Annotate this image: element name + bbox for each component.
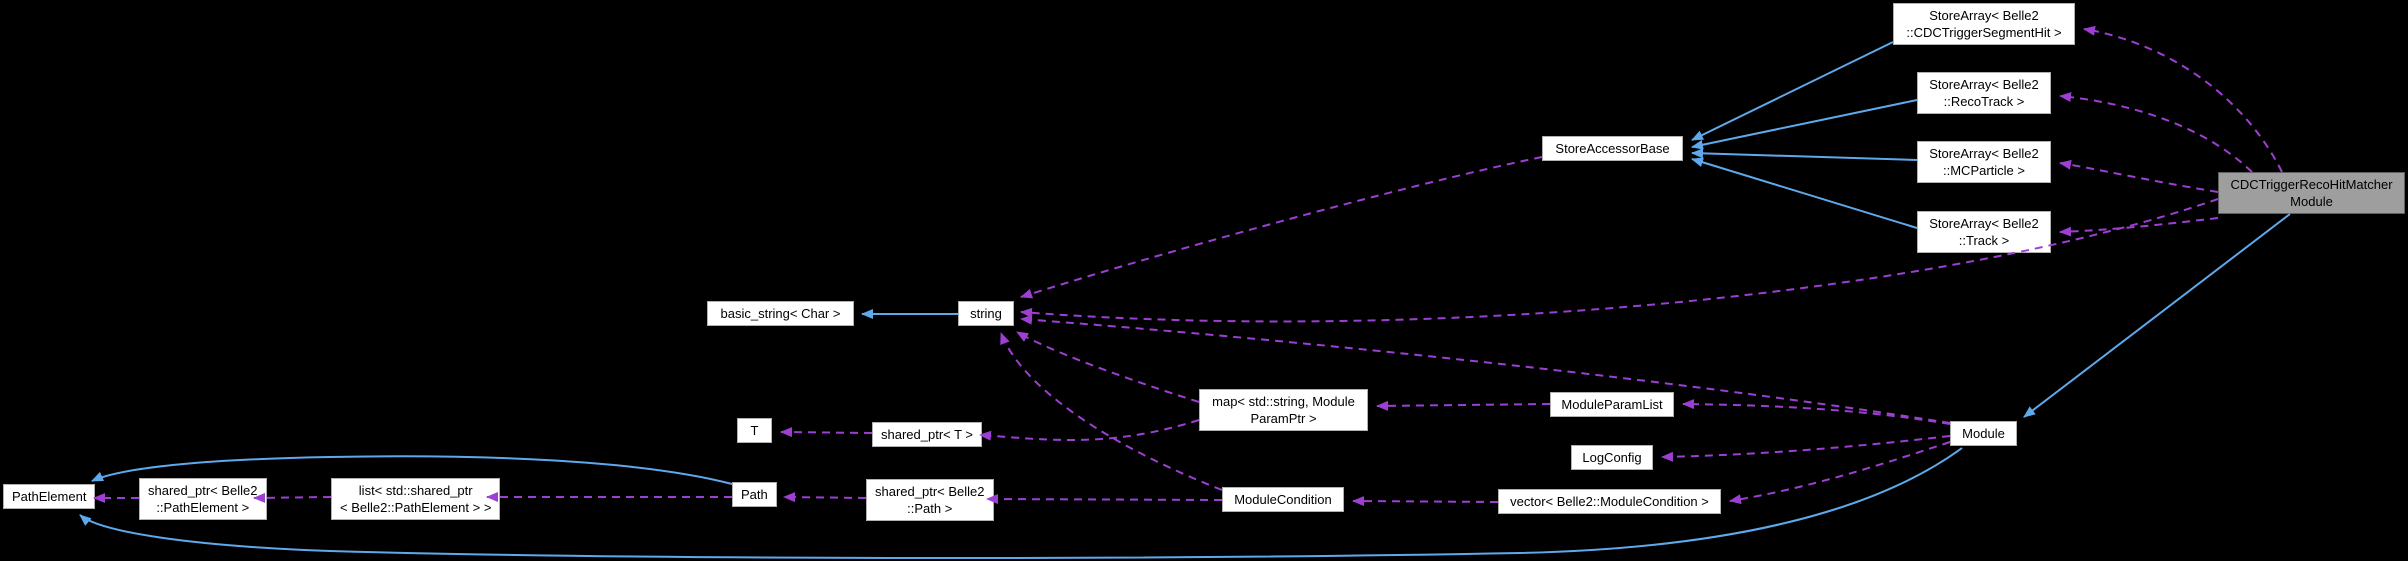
node-label: ModuleCondition: [1234, 492, 1332, 507]
edge-sa-mcparticle-to-storeaccessorbase: [1691, 148, 1918, 161]
node-label: ::Track >: [1958, 233, 2010, 248]
node-label: StoreAccessorBase: [1555, 141, 1670, 156]
edge-modulecondition-to-string: [1000, 332, 1223, 491]
node-label: ::MCParticle >: [1943, 163, 2025, 178]
edge-shared-ptr-path-to-path: [783, 492, 867, 503]
node-storearray-cdctriggersegmenthit[interactable]: StoreArray< Belle2::CDCTriggerSegmentHit…: [1893, 3, 2075, 45]
node-label: LogConfig: [1582, 450, 1642, 465]
node-label: StoreArray< Belle2: [1929, 146, 2039, 161]
node-label: shared_ptr< Belle2: [875, 484, 985, 499]
node-label: map< std::string, Module: [1212, 394, 1355, 409]
node-shared-ptr-t[interactable]: shared_ptr< T >: [872, 422, 983, 447]
edge-mainmodule-to-sa-mcparticle: [2059, 159, 2219, 193]
edge-sa-segmenthit-to-storeaccessorbase: [1691, 41, 1894, 141]
node-label: string: [970, 306, 1002, 321]
node-storearray-track[interactable]: StoreArray< Belle2::Track >: [1917, 211, 2051, 253]
edge-sa-recotrack-to-storeaccessorbase: [1691, 99, 1918, 150]
node-label: CDCTriggerRecoHitMatcher: [2230, 177, 2393, 192]
node-modulecondition[interactable]: ModuleCondition: [1222, 487, 1344, 512]
node-list-shared-ptr-pathelement[interactable]: list< std::shared_ptr< Belle2::PathEleme…: [331, 478, 501, 520]
edge-vector-modulecondition-to-modulecondition: [1352, 496, 1499, 507]
node-vector-modulecondition[interactable]: vector< Belle2::ModuleCondition >: [1498, 489, 1721, 514]
node-label: StoreArray< Belle2: [1929, 77, 2039, 92]
node-label: ::RecoTrack >: [1943, 94, 2025, 109]
edge-storeaccessorbase-to-string: [1020, 156, 1543, 299]
node-storearray-recotrack[interactable]: StoreArray< Belle2::RecoTrack >: [1917, 72, 2051, 114]
edge-mainmodule-to-module: [2023, 213, 2291, 418]
node-label: vector< Belle2::ModuleCondition >: [1510, 494, 1709, 509]
node-label: shared_ptr< Belle2: [148, 483, 258, 498]
node-label: ParamPtr >: [1250, 411, 1317, 426]
node-moduleparamlist[interactable]: ModuleParamList: [1550, 392, 1674, 417]
edge-module-to-vector-modulecondition: [1729, 441, 1951, 505]
edge-map-to-string: [1016, 331, 1200, 403]
node-label: shared_ptr< T >: [881, 427, 974, 442]
node-label: Module: [1962, 426, 2005, 441]
node-label: ::Path >: [907, 501, 953, 516]
node-storearray-mcparticle[interactable]: StoreArray< Belle2::MCParticle >: [1917, 141, 2051, 183]
node-label: < Belle2::PathElement > >: [340, 500, 492, 515]
node-label: ModuleParamList: [1561, 397, 1663, 412]
node-label: basic_string< Char >: [720, 306, 841, 321]
edge-shared-ptr-t-to-t: [780, 427, 873, 438]
edge-moduleparamlist-to-map: [1376, 400, 1551, 411]
node-basic-string[interactable]: basic_string< Char >: [707, 301, 854, 326]
node-path[interactable]: Path: [732, 482, 777, 507]
edge-mainmodule-to-sa-track: [2059, 217, 2219, 237]
node-label: ::PathElement >: [156, 500, 250, 515]
node-module[interactable]: Module: [1950, 421, 2017, 446]
node-label: T: [750, 423, 759, 438]
edge-map-to-shared-ptr-t: [979, 419, 1200, 441]
node-shared-ptr-pathelement[interactable]: shared_ptr< Belle2::PathElement >: [139, 478, 267, 520]
node-label: StoreArray< Belle2: [1929, 8, 2039, 23]
edge-module-to-moduleparamlist: [1682, 399, 1951, 425]
edge-module-to-logconfig: [1661, 435, 1951, 462]
edge-mainmodule-to-sa-segmenthit: [2083, 25, 2283, 173]
node-storeaccessorbase[interactable]: StoreAccessorBase: [1542, 136, 1683, 161]
edge-module-to-string: [1020, 314, 1951, 424]
node-string[interactable]: string: [958, 301, 1014, 326]
node-label: Module: [2290, 194, 2333, 209]
node-logconfig[interactable]: LogConfig: [1571, 445, 1653, 470]
edge-modulecondition-to-shared-ptr-path: [986, 494, 1223, 505]
node-label: Path: [741, 487, 768, 502]
node-label: list< std::shared_ptr: [358, 483, 473, 498]
node-label: PathElement: [12, 489, 87, 504]
node-label: ::CDCTriggerSegmentHit >: [1906, 25, 2062, 40]
edge-sa-track-to-storeaccessorbase: [1691, 157, 1918, 229]
node-pathelement[interactable]: PathElement: [3, 484, 96, 509]
node-shared-ptr-path[interactable]: shared_ptr< Belle2::Path >: [866, 479, 994, 521]
node-label: StoreArray< Belle2: [1929, 216, 2039, 231]
edge-mainmodule-to-sa-recotrack: [2059, 92, 2253, 173]
node-t[interactable]: T: [737, 418, 772, 443]
